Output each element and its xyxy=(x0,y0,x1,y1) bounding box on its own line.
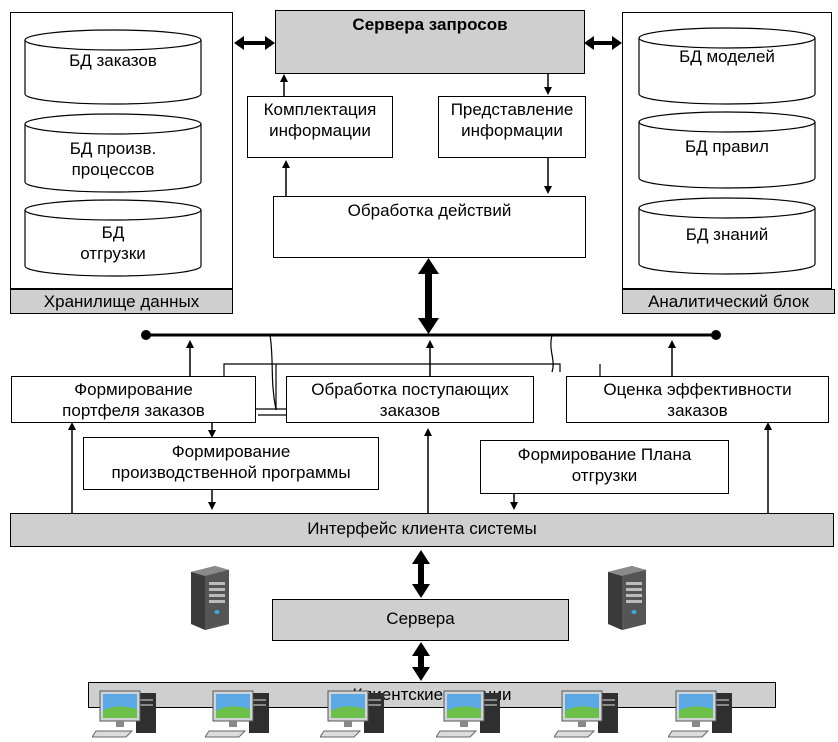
servers-bar: Сервера xyxy=(272,599,569,641)
db-knowledge-cylinder xyxy=(638,197,816,275)
analytics-label: Аналитический блок xyxy=(622,289,835,314)
module-incoming: Обработка поступающих заказов xyxy=(286,376,534,423)
wires xyxy=(223,334,601,416)
arrow-storage-server xyxy=(234,36,275,50)
module-production: Формирование производственной программы xyxy=(83,437,379,490)
arrow-interface-servers xyxy=(412,550,430,598)
module-shipping-plan: Формирование Плана отгрузки xyxy=(480,440,729,494)
info-assembly-box: Комплектация информации xyxy=(247,96,393,158)
db-rules-label: БД правил xyxy=(685,137,769,156)
info-presentation-box: Представление информации xyxy=(438,96,586,158)
workstation-icon xyxy=(554,690,618,738)
workstation-icon xyxy=(92,690,156,738)
server-tower-icon xyxy=(191,566,229,630)
arrow-servers-stations xyxy=(412,642,430,681)
client-interface-bar: Интерфейс клиента системы xyxy=(10,513,834,547)
bus-end-right xyxy=(711,330,721,340)
workstation-icon xyxy=(205,690,269,738)
db-shipping-label: БД отгрузки xyxy=(80,223,146,263)
db-orders-cylinder xyxy=(24,29,202,105)
db-processes-label: БД произв. процессов xyxy=(69,139,157,179)
db-rules-cylinder xyxy=(638,111,816,189)
server-tower-icon xyxy=(608,566,646,630)
arrow-actions-bus xyxy=(418,258,439,334)
db-models-cylinder xyxy=(638,27,816,105)
module-portfolio: Формирование портфеля заказов xyxy=(11,376,256,423)
request-servers-box xyxy=(275,10,585,74)
storage-label: Хранилище данных xyxy=(10,289,233,314)
workstation-icon xyxy=(320,690,384,738)
actions-box: Обработка действий xyxy=(273,196,586,258)
request-servers-label: Сервера запросов xyxy=(352,15,508,34)
db-knowledge-label: БД знаний xyxy=(685,225,769,244)
workstation-row xyxy=(0,684,838,742)
db-shipping-cylinder xyxy=(24,199,202,277)
arrow-server-analytics xyxy=(584,36,622,50)
db-orders-label: БД заказов xyxy=(69,51,157,70)
workstation-icon xyxy=(436,690,500,738)
db-processes-cylinder xyxy=(24,113,202,193)
module-efficiency: Оценка эффективности заказов xyxy=(566,376,829,423)
db-models-label: БД моделей xyxy=(679,47,775,66)
workstation-icon xyxy=(668,690,732,738)
bus-end-left xyxy=(141,330,151,340)
